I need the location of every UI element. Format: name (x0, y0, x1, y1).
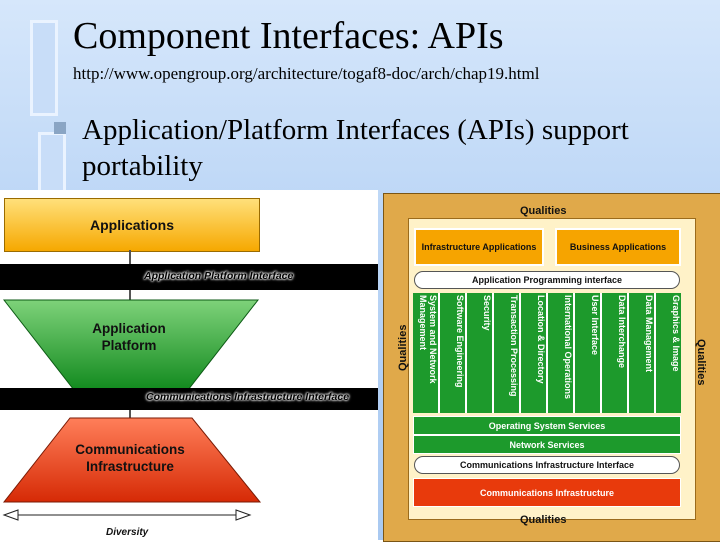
network-services-band: Network Services (413, 435, 681, 454)
column-label: Location & Directory (536, 295, 546, 384)
connector-line-4 (129, 410, 131, 418)
communications-infrastructure-shape (2, 417, 262, 503)
bullet-marker (54, 122, 66, 134)
application-platform-line-1: Application (92, 321, 166, 336)
column-data-management: Data Management (629, 293, 654, 413)
comm-interface-bar (0, 388, 378, 410)
service-columns: System and Network Management Software E… (413, 293, 681, 413)
column-international-operations: International Operations (548, 293, 573, 413)
left-architecture-diagram: Applications Application Platform Interf… (0, 190, 378, 540)
api-pill: Application Programming interface (414, 271, 680, 289)
column-label: Transaction Processing (509, 295, 519, 397)
application-platform-label: Application Platform (62, 320, 196, 354)
column-label: User Interface (590, 295, 600, 356)
column-data-interchange: Data Interchange (602, 293, 627, 413)
column-label: System and Network Management (418, 295, 438, 384)
column-location-directory: Location & Directory (521, 293, 546, 413)
slide-title: Component Interfaces: APIs (73, 15, 504, 57)
business-applications-box: Business Applications (555, 228, 681, 266)
api-interface-bar (0, 264, 378, 290)
diversity-label: Diversity (106, 527, 149, 538)
comm-infra-line-2: Infrastructure (86, 459, 174, 474)
application-platform-line-2: Platform (101, 338, 157, 353)
decor-bar-top (30, 20, 58, 116)
connector-line-2 (129, 290, 131, 300)
column-label: Data Interchange (617, 295, 627, 369)
column-transaction-processing: Transaction Processing (494, 293, 519, 413)
source-url: http://www.opengroup.org/architecture/to… (73, 64, 540, 83)
decor-bar-bottom (38, 132, 66, 198)
column-system-network-management: System and Network Management (413, 293, 438, 413)
column-software-engineering: Software Engineering (440, 293, 465, 413)
column-label: Security (482, 295, 492, 331)
communications-infrastructure-band: Communications Infrastructure (413, 478, 681, 507)
qualities-bottom-label: Qualities (520, 514, 567, 526)
communications-interface-pill: Communications Infrastructure Interface (414, 456, 680, 474)
comm-infra-line-1: Communications (75, 442, 185, 457)
bullet-line-2: portability (82, 150, 203, 182)
bullet-line-1: Application/Platform Interfaces (APIs) s… (82, 114, 629, 146)
connector-line-1 (129, 250, 131, 264)
column-graphics-image: Graphics & Image (656, 293, 681, 413)
column-label: Graphics & Image (671, 295, 681, 372)
right-architecture-diagram: Qualities Qualities Qualities Qualities … (383, 193, 720, 542)
column-label: International Operations (563, 295, 573, 400)
operating-system-services-band: Operating System Services (413, 416, 681, 435)
qualities-left-label: Qualities (397, 324, 409, 371)
applications-box: Applications (4, 198, 260, 252)
column-label: Software Engineering (455, 295, 465, 388)
communications-infrastructure-label: Communications Infrastructure (50, 441, 210, 475)
column-security: Security (467, 293, 492, 413)
qualities-right-label: Qualities (695, 339, 707, 386)
column-label: Data Management (644, 295, 654, 373)
column-user-interface: User Interface (575, 293, 600, 413)
api-interface-label: Application Platform Interface (144, 270, 294, 282)
comm-interface-label: Communications Infrastructure Interface (146, 391, 350, 403)
qualities-top-label: Qualities (520, 205, 567, 217)
bullet-text: Application/Platform Interfaces (APIs) s… (82, 112, 629, 184)
infrastructure-applications-box: Infrastructure Applications (414, 228, 544, 266)
diversity-arrow (2, 509, 252, 521)
